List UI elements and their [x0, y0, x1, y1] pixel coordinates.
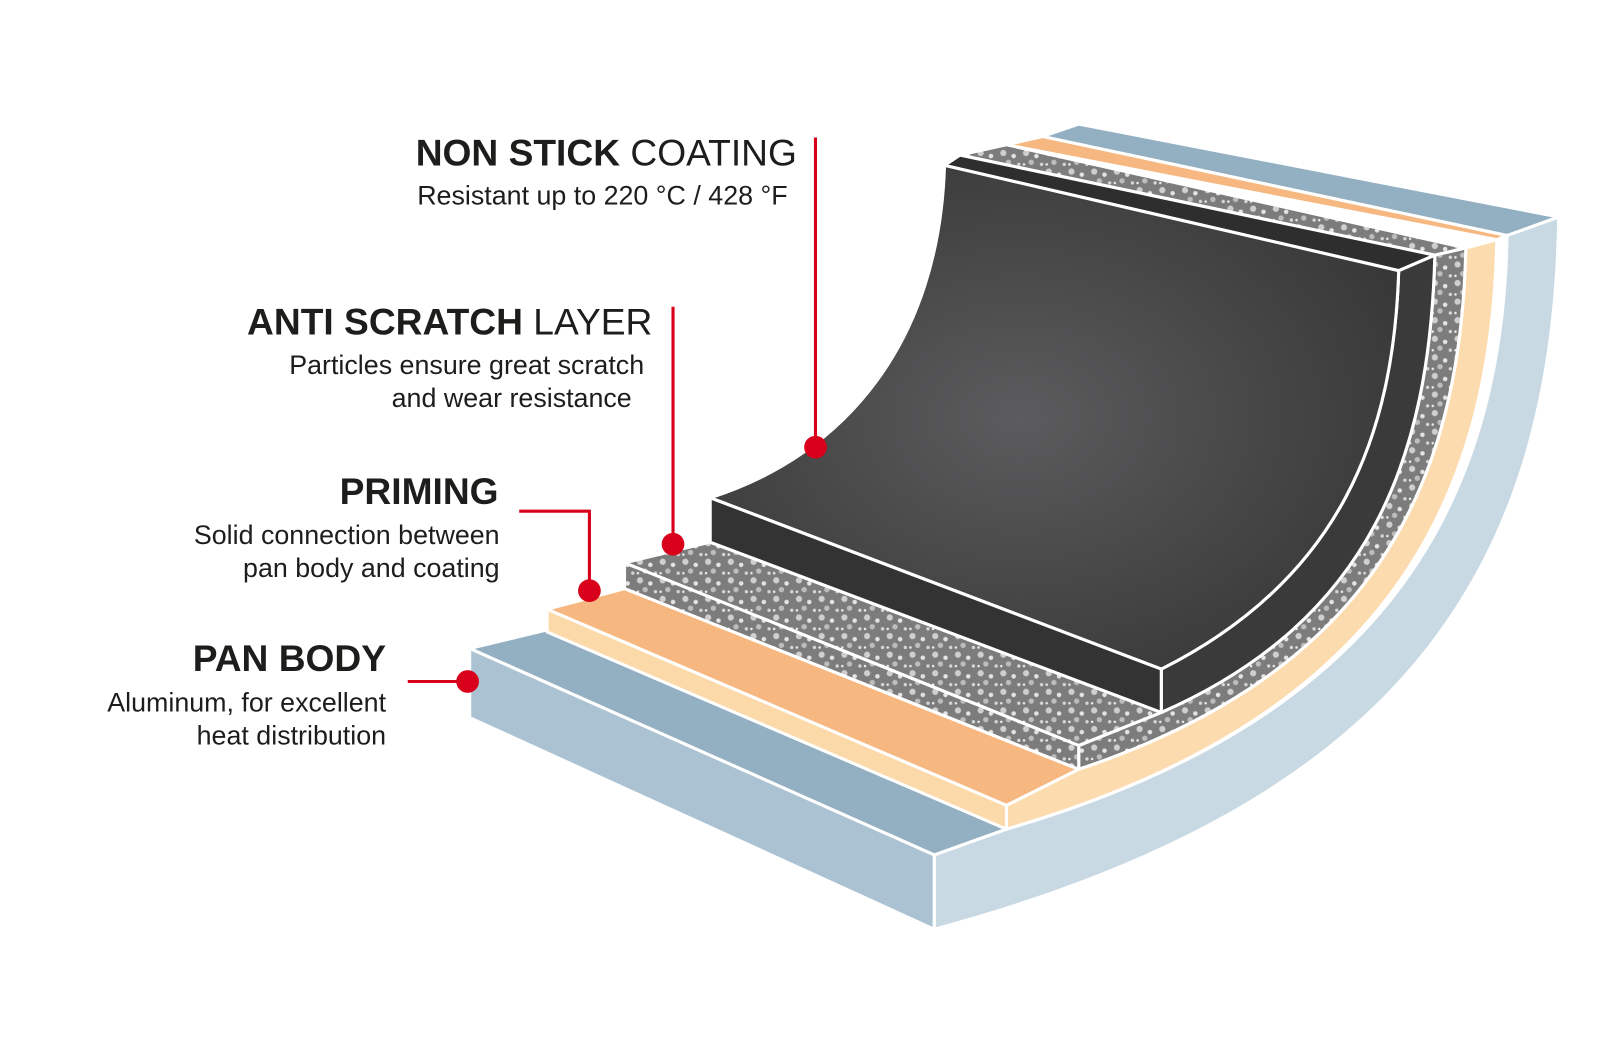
label-title-bold: PAN BODY [193, 637, 387, 679]
label-pan-body: PAN BODY Aluminum, for excellent heat di… [107, 637, 386, 750]
label-title-light: LAYER [523, 301, 652, 343]
svg-text:NON STICK COATING: NON STICK COATING [416, 131, 797, 173]
label-non-stick: NON STICK COATING Resistant up to 220 °C… [416, 131, 797, 210]
label-desc: Resistant up to 220 °C / 428 °F [417, 181, 787, 211]
label-title-bold: NON STICK [416, 131, 621, 173]
label-desc: Particles ensure great scratch [289, 350, 644, 380]
priming-layer [545, 134, 1509, 831]
non-stick-coating-layer [708, 153, 1437, 715]
label-title-bold: PRIMING [340, 470, 499, 512]
label-anti-scratch: ANTI SCRATCH LAYER Particles ensure grea… [247, 301, 652, 413]
label-title-bold: ANTI SCRATCH [247, 301, 523, 343]
leader-priming [519, 509, 601, 603]
anti-scratch-layer [622, 143, 1468, 771]
label-desc: Solid connection between [194, 520, 500, 550]
label-title-light: COATING [620, 131, 797, 173]
leader-pan-body [407, 670, 479, 693]
svg-text:ANTI SCRATCH LAYER: ANTI SCRATCH LAYER [247, 301, 652, 343]
label-priming: PRIMING Solid connection between pan bod… [194, 470, 500, 583]
label-desc: and wear resistance [392, 383, 632, 413]
leader-anti-scratch [661, 306, 685, 556]
label-desc: heat distribution [197, 720, 386, 750]
label-desc: pan body and coating [243, 553, 500, 583]
leader-non-stick [804, 137, 827, 459]
label-desc: Aluminum, for excellent [107, 687, 386, 717]
pan-body-layer [468, 122, 1561, 931]
